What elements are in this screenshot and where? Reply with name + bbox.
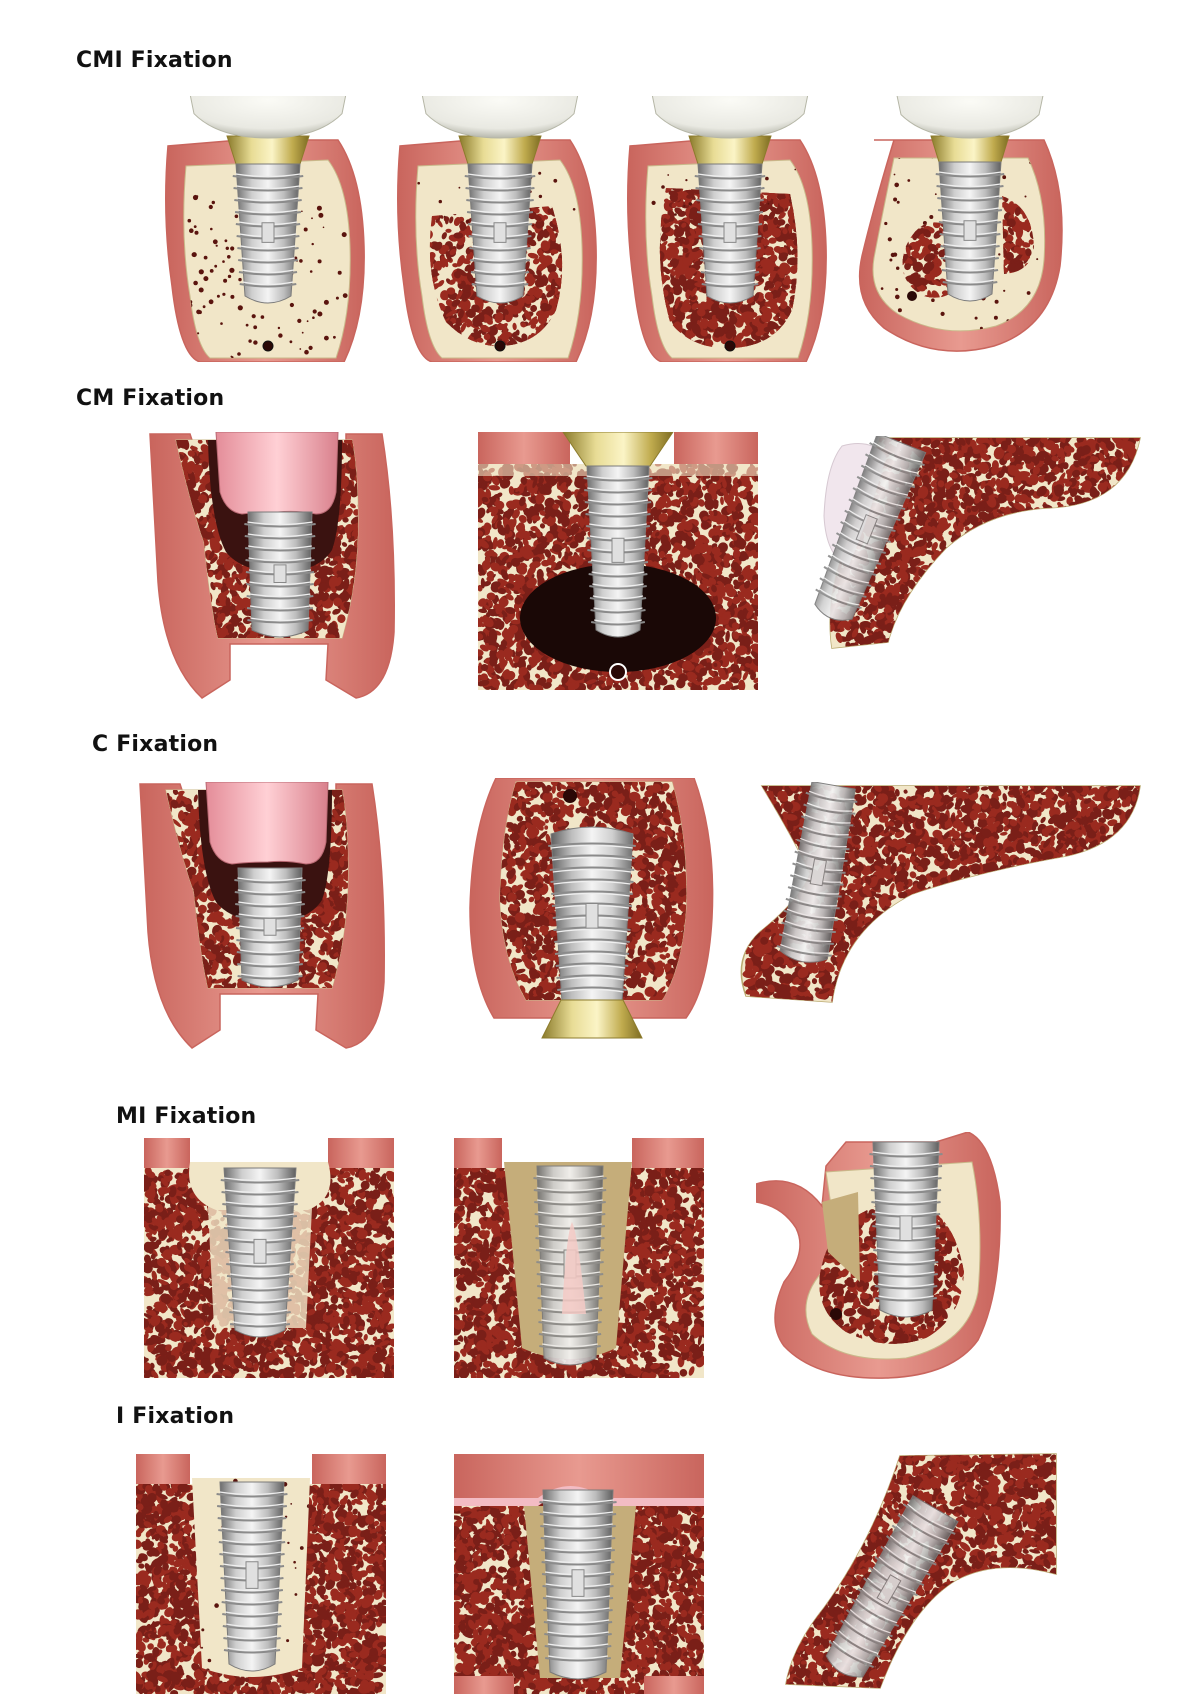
cm-socket-tooth-panel <box>149 432 395 699</box>
c-inverted-crown-socket-panel <box>469 778 714 1039</box>
mi-curved-ridge-panel <box>756 1132 1001 1379</box>
implant-body <box>814 436 927 621</box>
c-angled-implant-panel <box>740 782 1141 1003</box>
implant-body <box>825 1495 959 1678</box>
implant-body <box>694 163 766 304</box>
mi-block-cortical-lining-panel <box>144 1138 394 1378</box>
implant-body <box>548 826 636 1003</box>
i-angled-implant-panel <box>785 1453 1057 1689</box>
gold-collar <box>226 135 310 165</box>
implant-body <box>935 161 1005 302</box>
section-heading-cm: CM Fixation <box>76 386 224 411</box>
cmi-crown-cortical-base-panel <box>165 96 365 362</box>
gold-collar <box>541 999 643 1039</box>
cm-block-dark-lesion-panel <box>478 432 758 690</box>
implant-body <box>234 867 306 988</box>
gold-collar <box>930 135 1010 163</box>
section-heading-c: C Fixation <box>92 732 218 757</box>
implant-body <box>216 1481 288 1672</box>
crown <box>189 96 347 139</box>
gold-collar <box>562 432 674 467</box>
cmi-crown-trabecular-ring-panel <box>397 96 597 362</box>
gold-collar <box>458 135 542 165</box>
implant-body <box>776 782 858 963</box>
gold-collar <box>688 135 772 165</box>
tooth-root <box>215 432 339 515</box>
implant-body <box>220 1167 300 1338</box>
root-remnant <box>562 1222 586 1314</box>
implant-body <box>244 511 316 638</box>
section-heading-i: I Fixation <box>116 1404 234 1429</box>
cmi-crown-curved-ridge-panel <box>858 96 1063 352</box>
i-block-soft-tissue-cover-panel <box>454 1454 704 1694</box>
c-socket-tooth-panel <box>139 782 385 1049</box>
mi-block-root-remnant-panel <box>454 1138 704 1378</box>
crown <box>651 96 809 139</box>
implant-body <box>232 163 304 304</box>
section-heading-mi: MI Fixation <box>116 1104 256 1129</box>
implant-body <box>539 1489 617 1680</box>
cm-angled-bone-graft-panel <box>814 436 1141 649</box>
crown <box>896 96 1044 139</box>
implant-body <box>583 465 653 638</box>
crown <box>421 96 579 139</box>
i-block-cancellous-panel <box>136 1454 386 1694</box>
tooth-root <box>205 782 329 865</box>
cmi-crown-trabecular-dense-panel <box>627 96 827 362</box>
implant-body <box>464 163 536 304</box>
section-heading-cmi: CMI Fixation <box>76 48 233 73</box>
implant-body <box>869 1141 943 1318</box>
